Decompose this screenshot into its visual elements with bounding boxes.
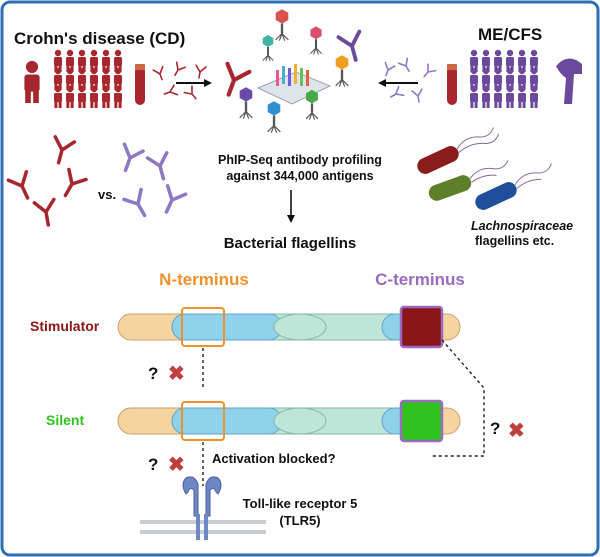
mecfs-antibodies-cluster (114, 142, 188, 223)
silent-question: ? (148, 455, 158, 474)
stimulator-flagellin (117, 305, 461, 349)
phip-seq-plate (256, 64, 332, 105)
tlr5-line2: (TLR5) (279, 513, 320, 528)
mecfs-arrow (378, 79, 418, 87)
fatigued-person-icon (556, 58, 582, 104)
tlr5-line1: Toll-like receptor 5 (243, 496, 358, 511)
lachnospiraceae-label: Lachnospiraceae (471, 219, 573, 233)
right-question: ? (490, 419, 500, 438)
lachno-flagellins-label: flagellins etc. (475, 234, 554, 248)
c-terminus-label: C-terminus (375, 270, 465, 289)
person-icon (24, 60, 40, 103)
silent-n-terminus-box (181, 401, 225, 441)
cross-icon-right: ✖ (508, 420, 525, 442)
test-tube-icon-mecfs (447, 64, 457, 105)
activation-blocked-label: Activation blocked? (212, 451, 336, 466)
cross-icon-silent: ✖ (168, 454, 185, 476)
cross-icon: ✖ (168, 363, 185, 385)
silent-c-terminus-domain (399, 399, 444, 443)
tlr5-receptor-icon (140, 476, 266, 540)
crohns-title: Crohn's disease (CD) (14, 29, 185, 48)
cd-cohort-people (54, 49, 122, 108)
mecfs-cohort-people (470, 49, 538, 108)
test-tube-icon (135, 64, 145, 105)
phipseq-line2: against 344,000 antigens (226, 169, 373, 183)
mecfs-title: ME/CFS (478, 25, 542, 44)
bacterial-flagellins-label: Bacterial flagellins (224, 235, 357, 252)
stimulator-question: ? (148, 364, 158, 383)
down-arrow (287, 190, 295, 223)
stimulator-c-terminus-domain (399, 305, 444, 349)
stimulator-label: Stimulator (30, 318, 100, 334)
phipseq-line1: PhIP-Seq antibody profiling (218, 153, 382, 167)
vs-label: vs. (98, 187, 116, 202)
cd-antibodies-cluster (6, 135, 88, 229)
cd-arrow (176, 79, 212, 87)
n-terminus-label: N-terminus (159, 270, 249, 289)
silent-flagellin (117, 399, 461, 443)
silent-label: Silent (46, 412, 84, 428)
stimulator-n-terminus-box (181, 307, 225, 347)
c-terminus-dashed-path (430, 339, 485, 457)
bacterium-icon (417, 127, 552, 210)
mecfs-small-antibodies (380, 57, 437, 104)
